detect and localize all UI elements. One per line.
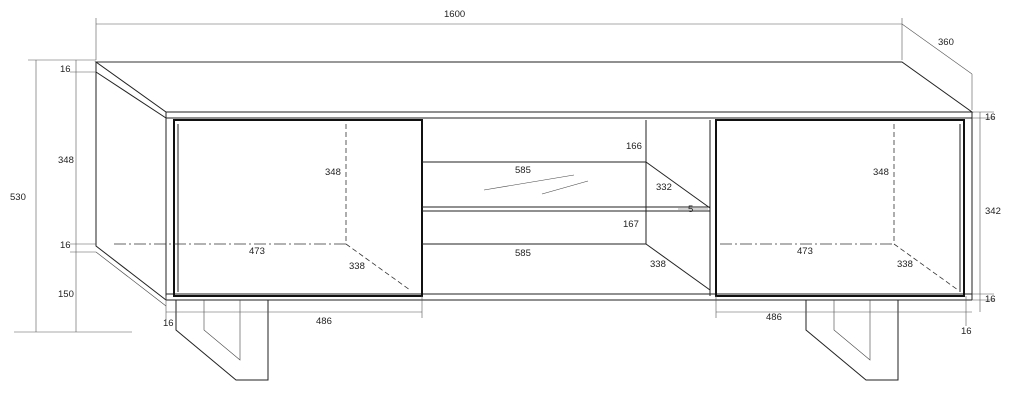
dim-middle-inner-depth: 338 <box>650 259 666 270</box>
dim-left-inner-height: 348 <box>325 167 341 178</box>
dim-right-inner-height: 348 <box>873 167 889 178</box>
leg-right <box>805 299 899 381</box>
dim-middle-shelf-depth: 332 <box>656 182 672 193</box>
dim-middle-shelf-width: 585 <box>515 165 531 176</box>
leg-left <box>175 299 269 381</box>
dim-total-width: 1600 <box>444 9 465 20</box>
dim-right-bottom-thickness: 16 <box>985 294 996 305</box>
dimension-labels: 1600 360 530 16 348 16 150 348 473 338 4… <box>10 9 1001 337</box>
dim-right-inner-depth: 338 <box>897 259 913 270</box>
dim-middle-bottom-width: 585 <box>515 248 531 259</box>
dim-left-side-thickness: 16 <box>163 318 174 329</box>
dim-left-door-width: 486 <box>316 316 332 327</box>
dim-top-thickness: 16 <box>60 64 71 75</box>
dim-left-inner-depth: 338 <box>349 261 365 272</box>
dim-bottom-thickness: 16 <box>60 240 71 251</box>
dim-right-height: 342 <box>985 206 1001 217</box>
dim-right-door-width: 486 <box>766 312 782 323</box>
dim-total-height: 530 <box>10 192 26 203</box>
dim-depth: 360 <box>938 37 954 48</box>
dim-middle-top-gap: 166 <box>626 141 642 152</box>
hidden-lines <box>114 124 959 291</box>
left-door <box>173 119 423 297</box>
dim-left-inner-width: 473 <box>249 246 265 257</box>
dim-right-top-thickness: 16 <box>985 112 996 123</box>
dim-right-side-thickness: 16 <box>961 326 972 337</box>
dim-middle-shelf-thickness: 5 <box>688 204 693 215</box>
dimension-lines <box>14 18 994 333</box>
right-door <box>709 119 965 297</box>
cabinet-outline <box>94 61 974 307</box>
dim-middle-lower-gap: 167 <box>623 219 639 230</box>
middle-compartment <box>422 120 711 291</box>
dim-leg-height: 150 <box>58 289 74 300</box>
dim-right-inner-width: 473 <box>797 246 813 257</box>
dim-body-height: 348 <box>58 155 74 166</box>
